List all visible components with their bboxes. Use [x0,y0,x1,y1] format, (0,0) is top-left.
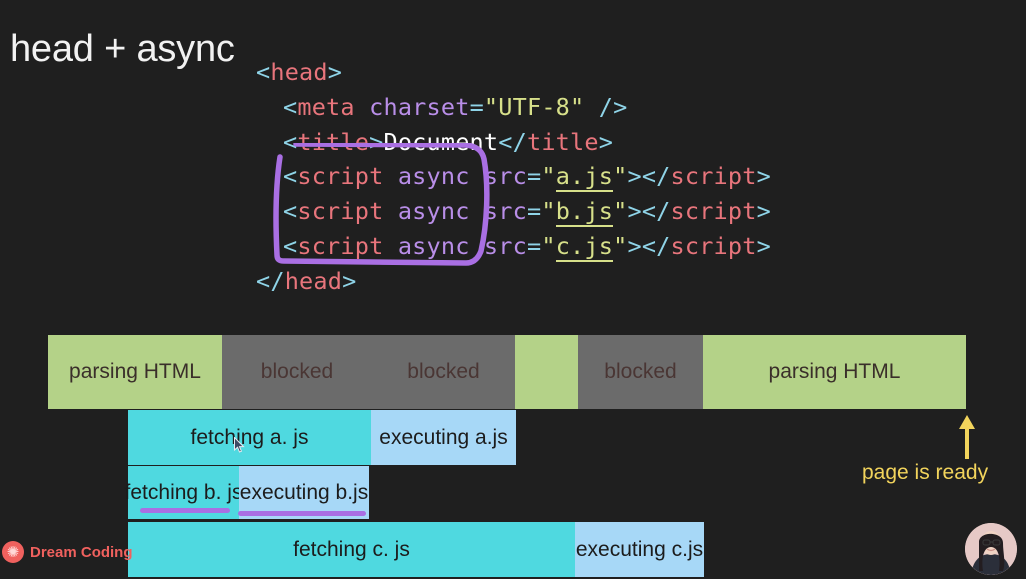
code-token: charset [369,92,470,121]
code-token: </ [641,197,671,226]
code-token: head [284,266,343,295]
code-line: <head> [256,55,771,90]
mouse-pointer-icon [234,437,245,453]
code-token: > [342,266,357,295]
segment-label: executing b.js [239,480,369,504]
timeline-segment-parse: parsing HTML [48,335,222,409]
code-token: meta [297,92,355,121]
segment-label: parsing HTML [768,360,901,383]
code-token: " [613,162,628,191]
code-token: script [670,231,757,260]
code-token: = [469,92,484,121]
code-token: " [541,231,556,260]
timeline-script-a-exec: executing a.js [371,410,516,465]
code-token: > [627,231,642,260]
timeline-script-c-exec: executing c.js [575,522,704,577]
code-token: head [270,58,328,86]
segment-label: fetching b. js [124,480,243,504]
code-token: script [670,162,757,191]
page-title: head + async [10,28,235,70]
code-token: " [613,197,628,226]
code-token: title [526,127,599,156]
avatar-illustration [965,523,1017,575]
code-token: </ [641,162,671,191]
code-token: src [483,231,527,260]
code-token: < [283,92,298,121]
up-arrow-icon [959,415,975,459]
code-token: </ [641,231,671,260]
code-token: > [627,162,642,191]
timeline-script-a-fetch: fetching a. js [128,410,371,465]
code-token: > [756,231,771,260]
timeline-segment-blocked: blocked [372,335,515,409]
timeline-segment-blocked: blocked [222,335,372,409]
code-token: script [670,197,757,226]
segment-label: blocked [407,360,480,383]
segment-label: blocked [604,360,677,383]
code-token: " [613,231,628,260]
code-line: <meta charset="UTF-8" /> [256,90,771,125]
code-token: = [526,197,542,226]
dream-coding-logo-icon: ✺ [2,541,24,563]
segment-label: blocked [260,360,334,383]
segment-label: parsing HTML [69,360,201,383]
code-token: " [541,162,556,191]
code-token: </ [256,266,285,295]
code-token: = [526,162,542,191]
code-token: /> [598,92,628,121]
timeline-script-c-fetch: fetching c. js [128,522,575,577]
code-line: </head> [256,264,771,299]
code-token: > [598,127,614,156]
brand-watermark: ✺ Dream Coding [2,541,133,563]
code-token: src [483,162,527,191]
timeline-segment-parse [515,335,578,409]
timeline-script-b-exec: executing b.js [239,466,369,519]
code-token: < [256,58,271,86]
code-token: a.js [555,162,614,193]
code-token: src [483,197,527,226]
code-token: b.js [555,197,614,228]
code-token: c.js [555,231,614,262]
segment-label: executing a.js [379,425,508,449]
timeline-segment-blocked: blocked [578,335,703,409]
segment-label: fetching c. js [293,537,410,561]
presenter-webcam-avatar [965,523,1017,575]
code-token: " [541,197,556,226]
code-token: "UTF-8" [483,92,585,121]
code-token: > [756,162,771,191]
brand-name-label: Dream Coding [30,543,133,561]
code-token: = [526,231,542,260]
underline-fetching-b [140,508,230,513]
code-token: > [627,197,642,226]
page-is-ready-label: page is ready [862,461,989,484]
code-token: </ [498,127,527,156]
timeline-segment-parse: parsing HTML [703,335,966,409]
code-token: > [756,197,771,226]
code-token: > [327,58,343,86]
segment-label: fetching a. js [190,425,309,449]
underline-executing-b [238,511,366,516]
segment-label: executing c.js [575,537,704,561]
